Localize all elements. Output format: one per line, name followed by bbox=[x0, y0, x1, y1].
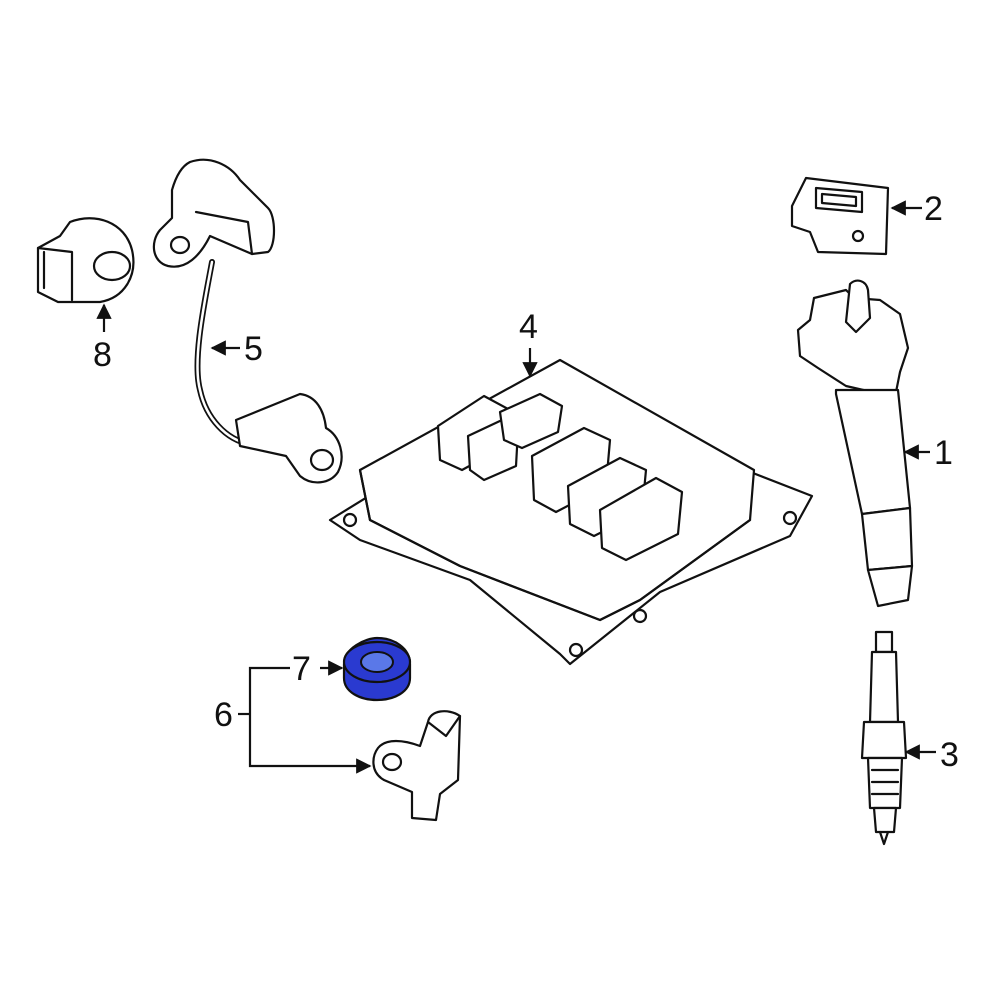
callout-6: 6 bbox=[214, 696, 233, 734]
callout-4: 4 bbox=[519, 308, 538, 346]
crankshaft-sensor-part[interactable] bbox=[152, 158, 343, 484]
callout-1: 1 bbox=[934, 434, 953, 472]
callout-5: 5 bbox=[244, 330, 263, 368]
ignition-coil-part[interactable] bbox=[796, 279, 914, 608]
spark-plug-part[interactable] bbox=[860, 630, 908, 846]
ecm-part[interactable] bbox=[328, 358, 814, 666]
seal-ring-part[interactable] bbox=[342, 636, 412, 702]
knock-sensor-part[interactable] bbox=[36, 217, 135, 304]
callout-2: 2 bbox=[924, 190, 943, 228]
bracket-part[interactable] bbox=[790, 176, 890, 256]
callout-8: 8 bbox=[93, 336, 112, 374]
callout-3: 3 bbox=[940, 736, 959, 774]
leader-lines bbox=[96, 200, 936, 774]
camshaft-sensor-part[interactable] bbox=[372, 710, 462, 822]
callout-7: 7 bbox=[292, 650, 311, 688]
